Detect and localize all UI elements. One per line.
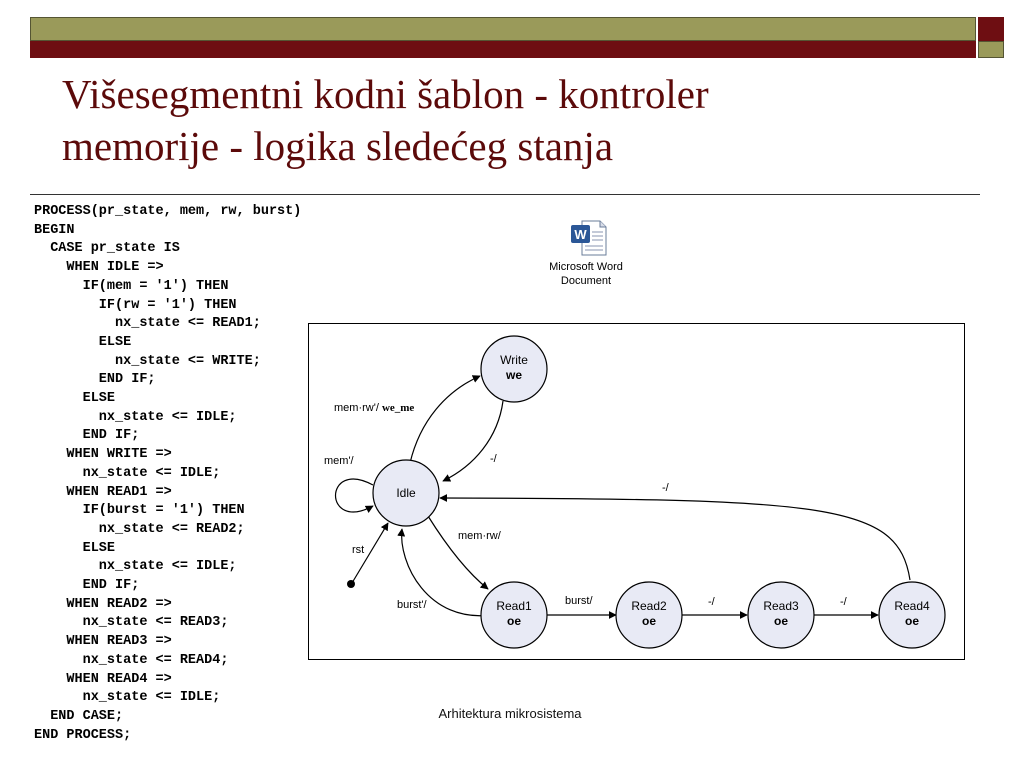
- state-write-name: Write: [500, 353, 528, 367]
- state-write: Write we: [480, 335, 548, 403]
- state-idle-name: Idle: [396, 486, 416, 500]
- state-read3: Read3 oe: [747, 581, 815, 649]
- state-idle: Idle: [372, 459, 440, 527]
- edge-idle-to-read1: [427, 515, 489, 590]
- label-idle-to-write-out: we_me: [382, 402, 414, 414]
- label-idle-to-write: mem·rw'/ we_me: [334, 402, 414, 414]
- state-read4-output: oe: [905, 614, 919, 628]
- code-line: nx_state <= READ2;: [34, 521, 245, 537]
- code-line: WHEN READ4 =>: [34, 671, 172, 687]
- header-band-olive: [30, 17, 976, 41]
- label-idle-self: mem'/: [324, 455, 355, 467]
- state-read2-output: oe: [642, 614, 656, 628]
- label-reset: rst: [352, 544, 364, 556]
- state-read4: Read4 oe: [878, 581, 946, 649]
- label-read2-to-read3: -/: [708, 596, 716, 608]
- code-line: PROCESS(pr_state, mem, rw, burst): [34, 204, 302, 219]
- slide-footer: Arhitektura mikrosistema: [438, 706, 582, 721]
- code-line: END PROCESS;: [34, 727, 132, 743]
- slide-title: Višesegmentni kodni šablon - kontroler m…: [62, 68, 962, 172]
- code-line: IF(mem = '1') THEN: [34, 278, 229, 294]
- code-line: END IF;: [34, 578, 140, 594]
- code-line: IF(rw = '1') THEN: [34, 297, 237, 313]
- code-line: nx_state <= IDLE;: [34, 409, 237, 425]
- word-document-label[interactable]: Microsoft Word Document: [536, 260, 636, 288]
- label-write-to-idle: -/: [490, 453, 498, 465]
- code-line: WHEN READ3 =>: [34, 634, 172, 650]
- code-line: nx_state <= READ1;: [34, 316, 261, 332]
- edge-reset: [351, 522, 389, 584]
- edge-read1-to-idle: [397, 528, 492, 617]
- state-read2: Read2 oe: [615, 581, 683, 649]
- label-read1-to-read2: burst/: [565, 595, 593, 607]
- code-line: WHEN READ2 =>: [34, 596, 172, 612]
- code-line: nx_state <= WRITE;: [34, 353, 261, 369]
- state-diagram: Write we Idle Read1 oe Read2 oe Read3 oe…: [308, 323, 965, 660]
- header-band-maroon: [30, 41, 976, 58]
- state-read1-output: oe: [507, 614, 521, 628]
- state-read4-name: Read4: [894, 599, 930, 613]
- state-read1: Read1 oe: [480, 581, 548, 649]
- edge-idle-to-write: [409, 375, 481, 464]
- code-line: WHEN IDLE =>: [34, 260, 164, 276]
- code-line: WHEN WRITE =>: [34, 447, 172, 463]
- code-line: nx_state <= READ3;: [34, 615, 229, 631]
- title-line-2: memorije - logika sledećeg stanja: [62, 123, 614, 169]
- code-line: ELSE: [34, 540, 116, 556]
- label-read4-to-idle: -/: [662, 482, 670, 494]
- edge-idle-self-loop: [334, 478, 374, 513]
- edge-write-to-idle: [442, 400, 504, 482]
- state-read1-name: Read1: [496, 599, 532, 613]
- label-idle-to-write-cond: mem·rw'/: [334, 402, 380, 414]
- code-line: nx_state <= READ4;: [34, 652, 229, 668]
- code-line: nx_state <= IDLE;: [34, 559, 237, 575]
- edge-read4-to-idle: [439, 494, 911, 581]
- title-divider: [30, 194, 980, 195]
- code-line: BEGIN: [34, 222, 75, 238]
- word-label-line-2: Document: [560, 275, 612, 287]
- word-label-line-1: Microsoft Word: [549, 261, 623, 273]
- code-line: END IF;: [34, 428, 140, 444]
- code-line: ELSE: [34, 391, 116, 407]
- header-corner-maroon: [978, 17, 1004, 41]
- code-line: nx_state <= IDLE;: [34, 690, 221, 706]
- code-line: END CASE;: [34, 708, 124, 724]
- label-read3-to-read4: -/: [840, 596, 848, 608]
- state-read3-output: oe: [774, 614, 788, 628]
- label-read1-to-idle: burst'/: [397, 599, 428, 611]
- code-line: IF(burst = '1') THEN: [34, 503, 245, 519]
- state-read2-name: Read2: [631, 599, 667, 613]
- state-read3-name: Read3: [763, 599, 799, 613]
- word-document-icon[interactable]: W: [570, 220, 608, 256]
- code-line: CASE pr_state IS: [34, 241, 180, 257]
- svg-text:W: W: [574, 227, 587, 242]
- label-idle-to-read1: mem·rw/: [458, 530, 502, 542]
- reset-dot: [347, 580, 355, 588]
- title-line-1: Višesegmentni kodni šablon - kontroler: [62, 71, 709, 117]
- code-line: END IF;: [34, 372, 156, 388]
- code-line: WHEN READ1 =>: [34, 484, 172, 500]
- code-line: nx_state <= IDLE;: [34, 465, 221, 481]
- vhdl-code-block: PROCESS(pr_state, mem, rw, burst) BEGIN …: [34, 203, 301, 745]
- code-line: ELSE: [34, 334, 132, 350]
- header-corner-olive: [978, 41, 1004, 58]
- state-write-output: we: [505, 368, 522, 382]
